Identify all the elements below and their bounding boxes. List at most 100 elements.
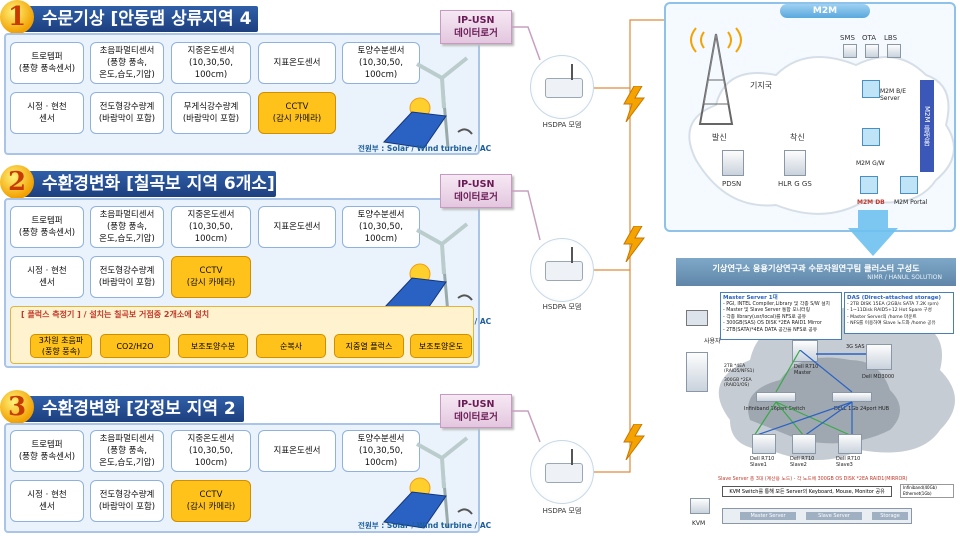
- slave-note: Slave Server 총 3대 (계산용 노드) - 각 노드에 300GB…: [718, 477, 908, 482]
- recv-label: 착신: [790, 133, 805, 142]
- pdsn-label: PDSN: [722, 180, 742, 188]
- slave-server-1: [752, 434, 776, 454]
- kvm-note: KVM Switch를 통해 모든 Server의 Keyboard, Mous…: [722, 486, 892, 497]
- das-info-line: - 1~11Disk RAID5+12 Hot Spare 구성: [847, 308, 932, 314]
- master-info-line: - Master 및 Slave Server 통합 모니터링: [723, 308, 810, 314]
- master-info-line: - 2TB(SATA)*4EA DATA 공간을 NFS로 공유: [723, 327, 818, 333]
- region-3-title: 3 수환경변화 [강정보 지역 2개소]: [0, 390, 244, 445]
- ipusn-logger-1: IP-USN 데이터로거: [440, 10, 512, 44]
- modem-1-label: HSDPA 모뎀: [542, 121, 582, 129]
- rack-slave: Slave Server: [806, 512, 862, 520]
- sensor-soil-temp: 지중온도센서 (10,30,50, 100cm): [171, 206, 251, 248]
- ipusn-logger-2: IP-USN 데이터로거: [440, 174, 512, 208]
- modem-2-label: HSDPA 모뎀: [542, 303, 582, 311]
- renewable-energy-icon: [382, 56, 473, 149]
- cluster-header: 기상연구소 응용기상연구과 수문자원연구팀 클러스터 구성도 NIMR / HA…: [676, 258, 956, 286]
- ib-switch: [756, 392, 796, 402]
- sensor-cctv: CCTV (감시 카메라): [258, 92, 336, 134]
- sensor-visibility: 시정 · 현천 센서: [10, 256, 84, 298]
- region-3-number: 3: [0, 390, 34, 424]
- md3000-label: Dell MD3000: [862, 374, 895, 380]
- sensor-rain-gauge: 전도형강수량계 (바람막이 포함): [90, 92, 164, 134]
- region-3-power: 전원부 : Solar / Wind turbine / AC: [358, 521, 492, 530]
- ota-server: [865, 44, 879, 58]
- das-info-line: - 2TB DISK 15EA (2GB/s SATA 7.2K rpm): [847, 301, 939, 307]
- user-pc-icon: [686, 310, 708, 326]
- master-info-title: Master Server 1대: [723, 295, 778, 301]
- sensor-ground-temp: 지표온도센서: [258, 206, 336, 248]
- master-server-label: Dell R710 Master: [794, 364, 819, 376]
- legend-eth: Ethernet(1Gb): [903, 491, 932, 496]
- sensor-cctv: CCTV (감시 카메라): [171, 256, 251, 298]
- slave-1-label: Dell R710 Slave1: [750, 456, 775, 468]
- send-label: 발신: [712, 133, 727, 142]
- hlr-label: HLR G GS: [778, 180, 812, 188]
- lightning-icon: [623, 86, 645, 122]
- m2m-gw-server: [862, 128, 880, 146]
- region-1-title: 1 수문기상 [안동댐 상류지역 4개소]: [0, 0, 258, 55]
- sensor-soil-moisture: 토양수분센서 (10,30,50, 100cm): [342, 42, 420, 84]
- sensor-soil-temp: 지중온도센서 (10,30,50, 100cm): [171, 430, 251, 472]
- m2m-portal-label: M2M Portal: [894, 199, 928, 206]
- sensor-weighing-gauge: 무게식강수량계 (바람막이 포함): [171, 92, 251, 134]
- sensor-soil-temp: 지중온도센서 (10,30,50, 100cm): [171, 42, 251, 84]
- sensor-wind: 트로템퍼 (풍향 풍속센서): [10, 430, 84, 472]
- m2m-cloud: [688, 56, 954, 215]
- sensor-visibility: 시정 · 현천 센서: [10, 92, 84, 134]
- cluster-title: 기상연구소 응용기상연구과 수문자원연구팀 클러스터 구성도: [712, 263, 920, 273]
- ipusn-logger-3: IP-USN 데이터로거: [440, 394, 512, 428]
- m2m-be-label: M2M B/E Server: [880, 88, 907, 102]
- region-2-number: 2: [0, 165, 34, 199]
- flux-item-ultrasonic: 3차원 초음파 (풍향 풍속): [30, 334, 92, 358]
- lightning-icon: [623, 226, 645, 262]
- legend-ib: Infiniband(40Gb): [903, 485, 937, 490]
- das-info-box: DAS (Direct-attached storage) - 2TB DISK…: [844, 292, 954, 334]
- lbs-label: LBS: [884, 34, 898, 42]
- sensor-wind: 트로템퍼 (풍향 풍속센서): [10, 206, 84, 248]
- flux-item-heat-flux: 지중열 플럭스: [334, 334, 404, 358]
- sensor-soil-moisture: 토양수분센서 (10,30,50, 100cm): [342, 430, 420, 472]
- modem-3: [530, 440, 594, 504]
- tower-label: 기지국: [750, 81, 773, 90]
- cell-tower-icon: [690, 27, 742, 125]
- modem-1: [530, 55, 594, 119]
- m2m-be-server: [862, 80, 880, 98]
- lightning-icon: [623, 424, 645, 460]
- hlr-server: [784, 150, 806, 176]
- storage-rack-icon: [686, 352, 708, 392]
- region-2-title: 2 수환경변화 [칠곡보 지역 6개소]: [0, 165, 276, 199]
- ib-switch-label: Infiniband 36port Switch: [744, 406, 806, 412]
- m2m-portal-server: [900, 176, 918, 194]
- modem-2: [530, 238, 594, 302]
- slave-2-label: Dell R710 Slave2: [790, 456, 815, 468]
- sensor-cctv: CCTV (감시 카메라): [171, 480, 251, 522]
- sensor-ultrasonic: 초음파멀티센서 (풍향 풍속, 온도,습도,기압): [90, 430, 164, 472]
- renewable-energy-icon: [382, 436, 473, 529]
- hub-label: DELL 1Gb 24port HUB: [834, 406, 890, 412]
- sms-label: SMS: [840, 34, 855, 42]
- renewable-energy-icon: [382, 222, 473, 315]
- sms-server: [843, 44, 857, 58]
- kvm-console-icon: [690, 498, 710, 514]
- flux-item-co2: CO2/H2O: [100, 334, 170, 358]
- flux-item-soil-moisture: 보조토양수분: [178, 334, 248, 358]
- das-info-line: - NFS를 이용하여 Slave 노드와 /home 공유: [847, 321, 936, 327]
- sensor-rain-gauge: 전도형강수량계 (바람막이 포함): [90, 256, 164, 298]
- das-info-title: DAS (Direct-attached storage): [847, 295, 942, 301]
- slave-server-2: [792, 434, 816, 454]
- sensor-wind: 트로템퍼 (풍향 풍속센서): [10, 42, 84, 84]
- sensor-ultrasonic: 초음파멀티센서 (풍향 풍속, 온도,습도,기압): [90, 42, 164, 84]
- region-2-title-text: 수환경변화 [칠곡보 지역 6개소]: [42, 174, 275, 194]
- connection-lines: [512, 19, 665, 473]
- m2m-gw-label: M2M G/W: [856, 160, 885, 167]
- sensor-ultrasonic: 초음파멀티센서 (풍향 풍속, 온도,습도,기압): [90, 206, 164, 248]
- md3000-storage: [866, 344, 892, 370]
- master-info-line: - 각종 library(usr/local)를 NFS로 공유: [723, 314, 807, 320]
- rack-master: Master Server: [740, 512, 796, 520]
- sensor-visibility: 시정 · 현천 센서: [10, 480, 84, 522]
- m2m-platform-label: M2M 플랫폼: [920, 80, 934, 172]
- down-arrow-icon: [848, 210, 898, 256]
- m2m-title: M2M: [780, 4, 870, 18]
- sensor-ground-temp: 지표온도센서: [258, 430, 336, 472]
- user-label: 사용자: [704, 338, 721, 345]
